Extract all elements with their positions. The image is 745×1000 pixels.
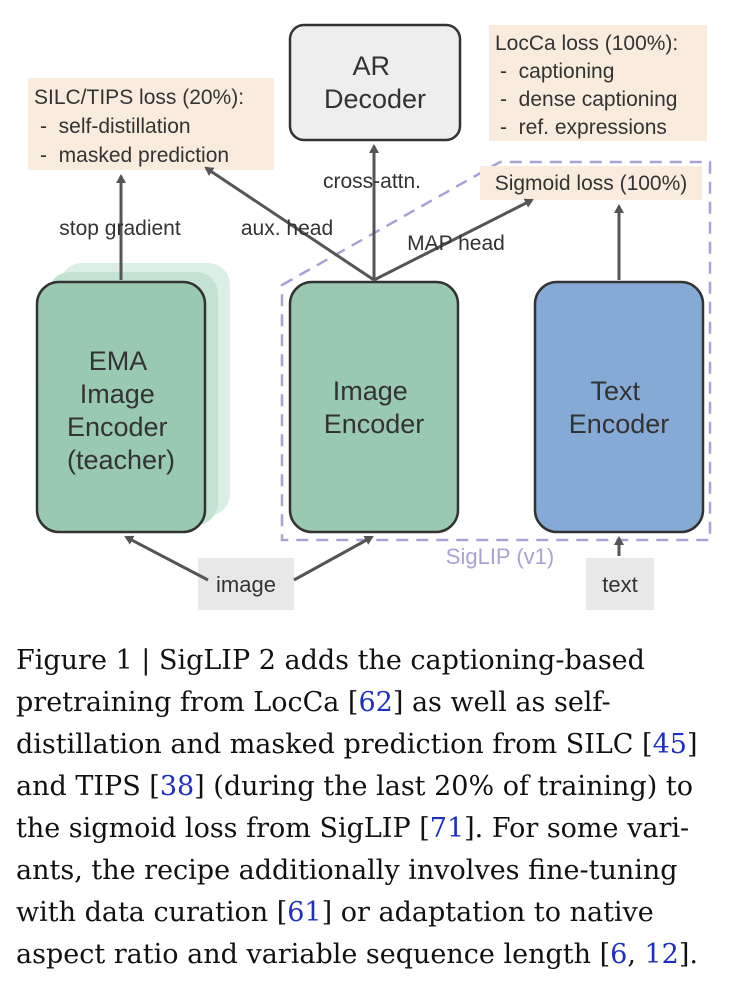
ar-decoder-box <box>288 23 462 142</box>
sigmoid-loss-box <box>480 166 702 200</box>
arrow-image-to-image-encoder <box>293 535 374 582</box>
caption-text: and TIPS [ <box>16 771 160 802</box>
caption-text: distillation and masked prediction from … <box>16 729 653 760</box>
image-input-box <box>198 558 294 610</box>
caption-line-5: the sigmoid loss from SigLIP [71]. For s… <box>16 808 728 850</box>
stop-gradient-label: stop gradient <box>59 217 181 240</box>
sigmoid-loss-text: Sigmoid loss (100%) <box>495 172 688 195</box>
citation-link[interactable]: 61 <box>287 897 322 928</box>
caption-line-4: and TIPS [38] (during the last 20% of tr… <box>16 766 728 808</box>
caption-text: ] (during the last 20% of training) to <box>194 771 693 802</box>
map-head-label: MAP head <box>407 232 505 255</box>
ema-image-encoder-label: EMA Image Encoder (teacher) <box>67 346 175 475</box>
cross-attn-label: cross-attn. <box>323 170 421 193</box>
caption-text: , <box>627 939 645 970</box>
arrow-image-to-ema <box>124 535 209 582</box>
caption-text: pretraining from LocCa [ <box>16 687 359 718</box>
caption-text: ]. <box>678 939 698 970</box>
arrow-image-encoder-to-sigmoid <box>373 198 534 282</box>
locca-loss-box <box>489 25 707 141</box>
siglip-v1-region <box>280 160 712 542</box>
text-encoder-label: Text Encoder <box>569 376 670 439</box>
citation-link[interactable]: 62 <box>358 687 393 718</box>
architecture-diagram: SigLIP (v1) EMA Image Encoder (teacher) … <box>28 23 712 610</box>
arrow-image-encoder-to-silc <box>204 166 375 282</box>
locca-loss-text: LocCa loss (100%): - captioning - dense … <box>495 32 684 139</box>
caption-text: ] <box>686 729 698 760</box>
caption-line-3: distillation and masked prediction from … <box>16 724 728 766</box>
silc-tips-loss-text: SILC/TIPS loss (20%): - self-distillatio… <box>34 86 250 167</box>
image-input-label: image <box>216 572 276 597</box>
citation-link[interactable]: 71 <box>429 813 465 844</box>
caption-text: ] or adaptation to native <box>321 897 654 928</box>
figure-caption: Figure 1 | SigLIP 2 adds the captioning-… <box>16 640 728 976</box>
ema-image-encoder-box <box>35 280 207 534</box>
ar-decoder-label: AR Decoder <box>324 51 426 114</box>
citation-link[interactable]: 45 <box>652 729 687 760</box>
citation-link[interactable]: 12 <box>644 939 679 970</box>
caption-text: with data curation [ <box>16 897 288 928</box>
citation-link[interactable]: 6 <box>610 939 628 970</box>
caption-line-8: aspect ratio and variable sequence lengt… <box>16 934 728 976</box>
aux-head-label: aux. head <box>241 217 333 240</box>
text-input-label: text <box>602 572 637 597</box>
caption-text: the sigmoid loss from SigLIP [ <box>16 813 430 844</box>
silc-tips-loss-box <box>28 78 274 170</box>
caption-line-1: Figure 1 | SigLIP 2 adds the captioning-… <box>16 640 728 682</box>
caption-line-2: pretraining from LocCa [62] as well as s… <box>16 682 728 724</box>
caption-line-6: ants, the recipe additionally involves f… <box>16 850 728 892</box>
image-encoder-label: Image Encoder <box>324 376 425 439</box>
caption-line-7: with data curation [61] or adaptation to… <box>16 892 728 934</box>
caption-text: aspect ratio and variable sequence lengt… <box>16 939 611 970</box>
caption-text: ants, the recipe additionally involves f… <box>16 855 678 886</box>
caption-text: ] as well as self- <box>392 687 611 718</box>
image-encoder-box <box>288 280 460 534</box>
caption-text: ]. For some vari- <box>464 813 690 844</box>
citation-link[interactable]: 38 <box>159 771 195 802</box>
caption-text: Figure 1 | SigLIP 2 adds the captioning-… <box>16 645 645 676</box>
text-input-box <box>586 558 654 610</box>
siglip-v1-label: SigLIP (v1) <box>446 544 554 569</box>
text-encoder-box <box>533 280 705 534</box>
